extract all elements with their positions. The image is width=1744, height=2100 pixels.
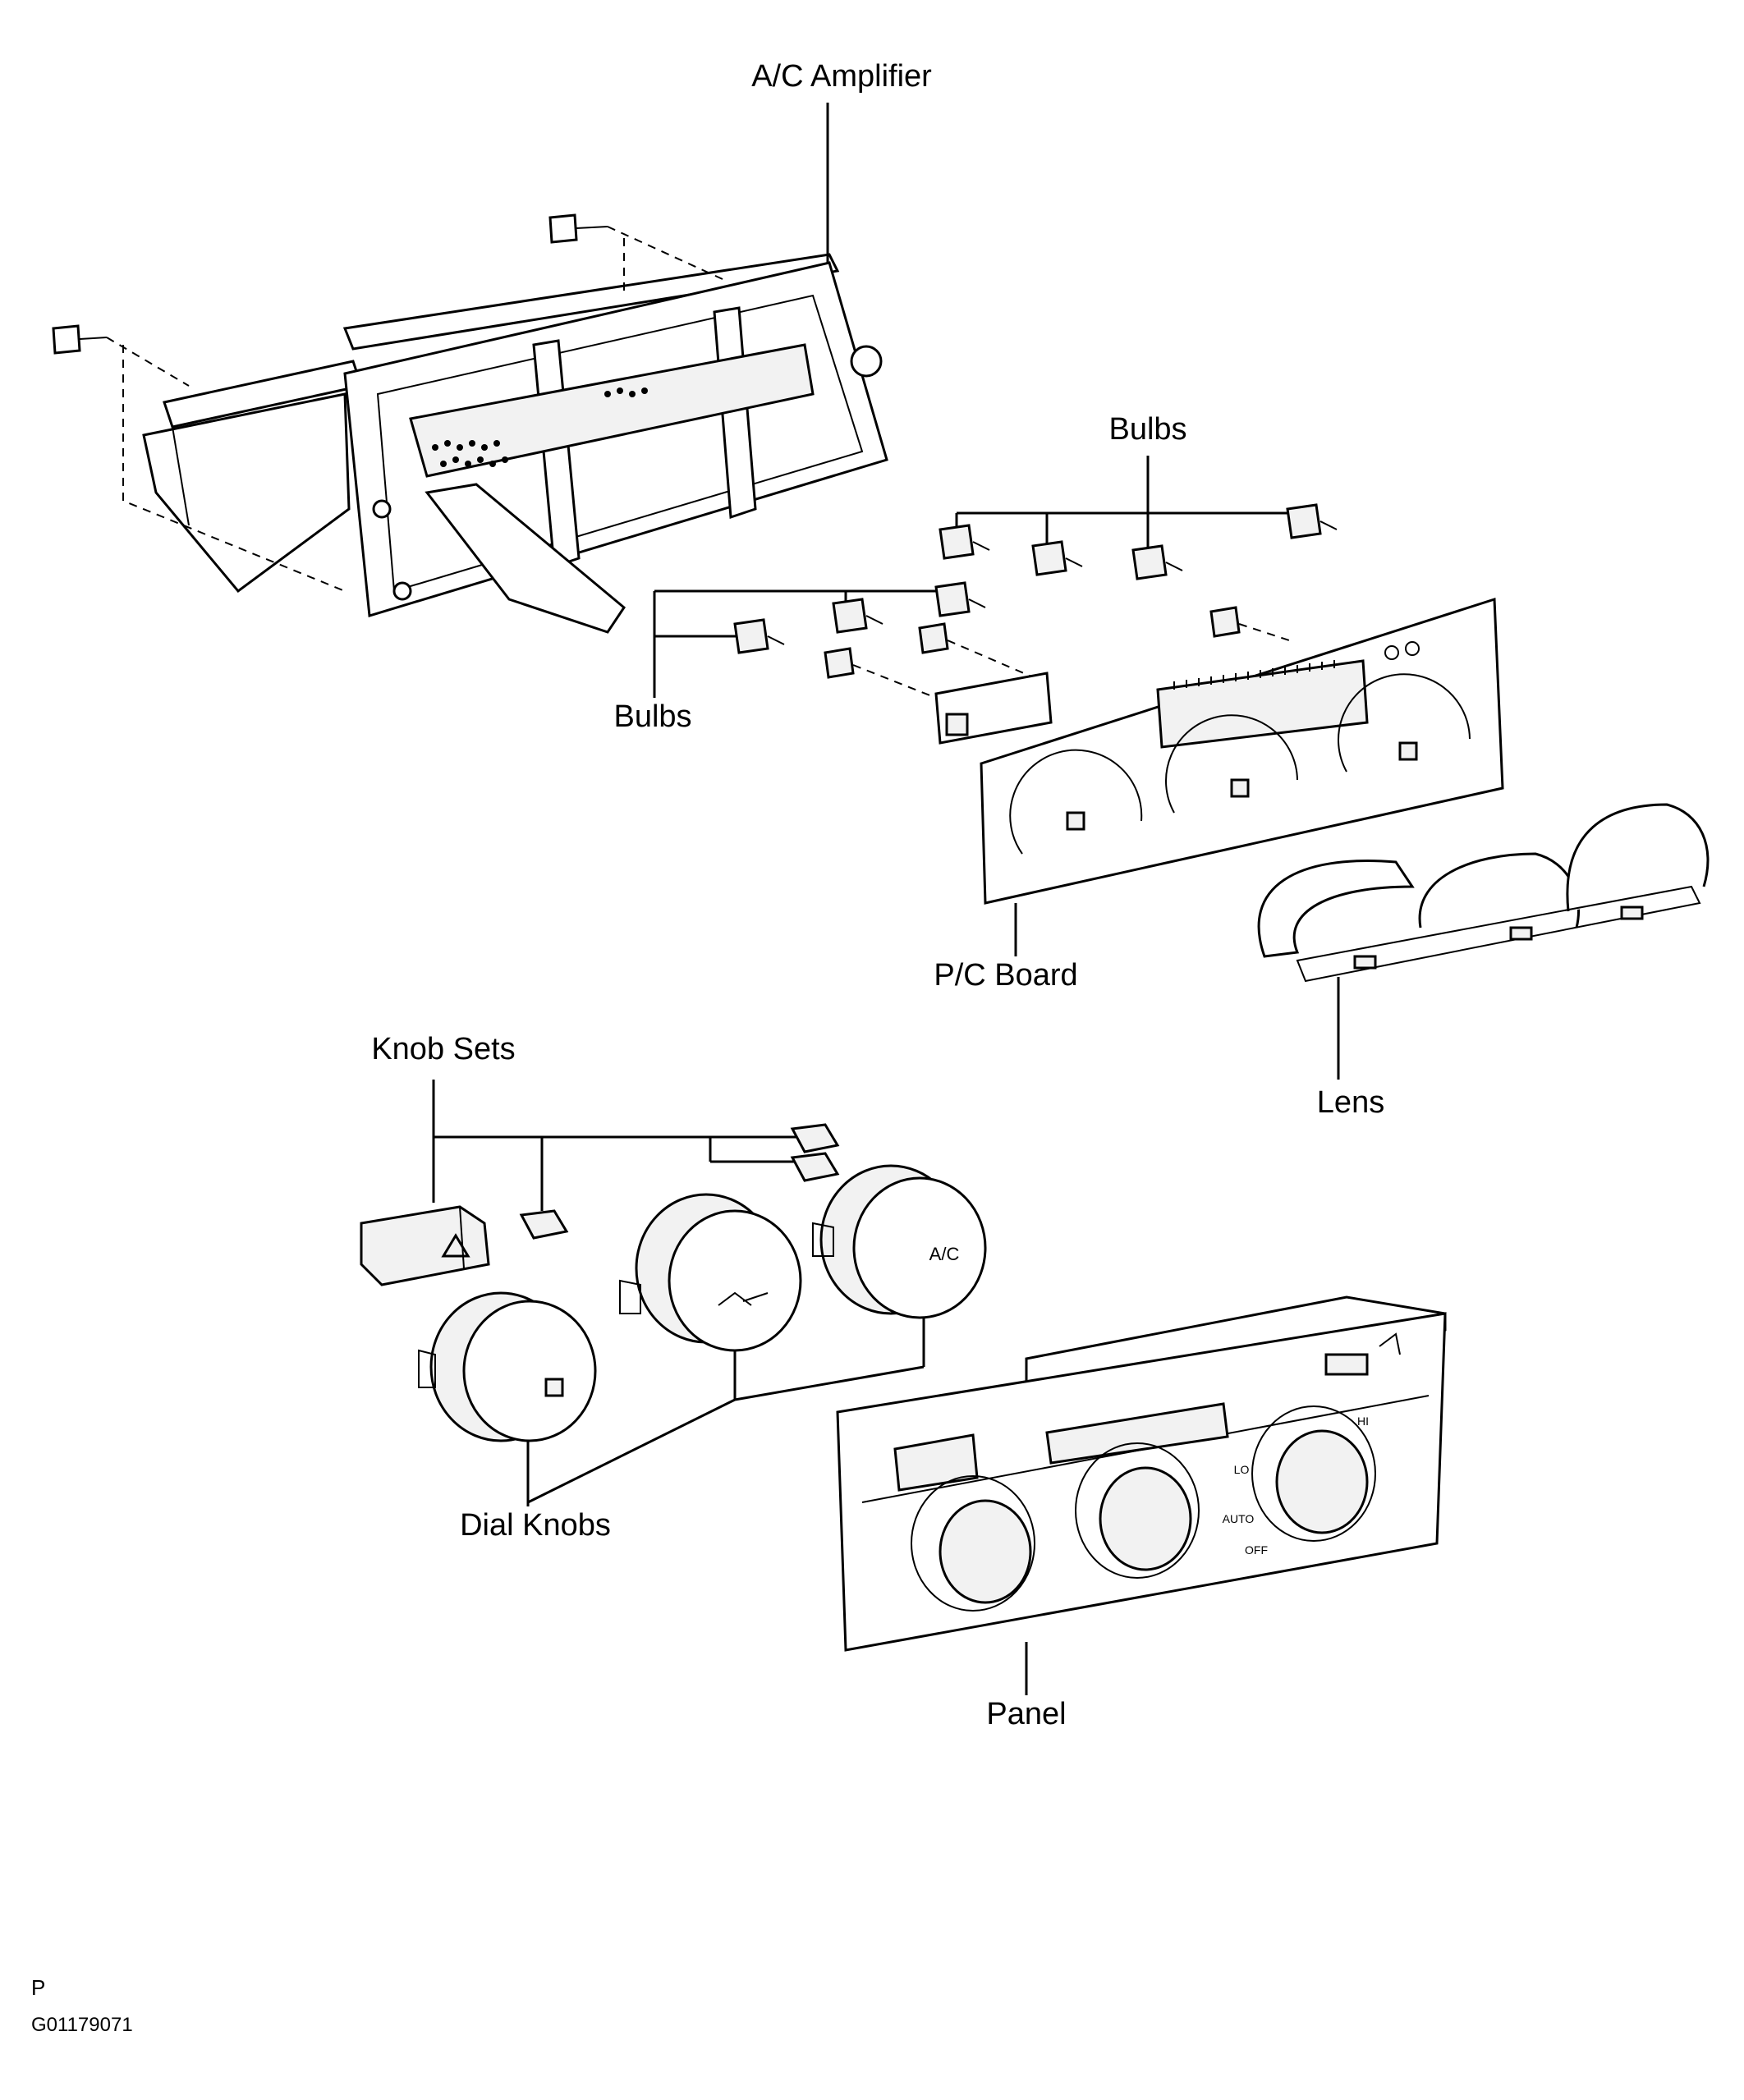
bulb-icon (733, 618, 785, 654)
ac-amplifier-label: A/C Amplifier (751, 59, 932, 94)
screw-top (548, 213, 608, 244)
knob-sets-leaders (432, 1080, 805, 1211)
bulbs-upper-group (939, 456, 1338, 580)
fan-lo-text: LO (1234, 1463, 1250, 1476)
bulb-icon (934, 581, 986, 617)
bulb-icon (1209, 606, 1241, 638)
dial-knobs-label: Dial Knobs (460, 1508, 611, 1543)
dial-knob-right (812, 1164, 987, 1319)
dial-knob-middle (619, 1193, 802, 1352)
hazard-triangle-icon (441, 1233, 470, 1258)
knob-sets-label: Knob Sets (371, 1032, 515, 1066)
bulb-icon (832, 598, 883, 634)
bulb-icon (824, 647, 855, 679)
knob-insert (519, 1209, 569, 1240)
pc-board-label: P/C Board (934, 958, 1077, 993)
screw-left (52, 324, 108, 355)
lens (1257, 803, 1710, 983)
bulb-icon (1286, 503, 1338, 539)
knob-insert (790, 1152, 840, 1182)
lens-label: Lens (1317, 1085, 1384, 1120)
pc-board (934, 597, 1504, 905)
panel-labels: LO AUTO OFF HI (1223, 1415, 1369, 1557)
fan-hi-text: HI (1357, 1415, 1369, 1428)
figure-code: G01179071 (31, 2014, 133, 2036)
knob-insert (790, 1123, 840, 1153)
bulb-icon (1031, 540, 1083, 576)
panel-label: Panel (986, 1697, 1066, 1731)
circuit-dots (432, 387, 648, 467)
screw-guide-lines (106, 226, 723, 592)
dial-knob-left (418, 1291, 597, 1442)
ac-knob-text: A/C (929, 1244, 960, 1264)
footer-letter: P (31, 1975, 45, 2000)
bulbs-upper-label: Bulbs (1108, 412, 1186, 447)
bulb-icon (939, 524, 990, 560)
fan-auto-text: AUTO (1223, 1512, 1255, 1525)
bulb-guide-lines (852, 623, 1290, 699)
bulb-icon (1131, 544, 1183, 580)
bulbs-lower-group (653, 581, 1241, 698)
hazard-button (360, 1205, 490, 1286)
fan-off-text: OFF (1245, 1543, 1268, 1557)
bulb-icon (918, 622, 949, 654)
ac-amplifier-housing (142, 253, 888, 634)
dial-knobs-leaders (526, 1318, 925, 1506)
control-panel (836, 1295, 1447, 1652)
bulbs-lower-label: Bulbs (613, 699, 691, 734)
